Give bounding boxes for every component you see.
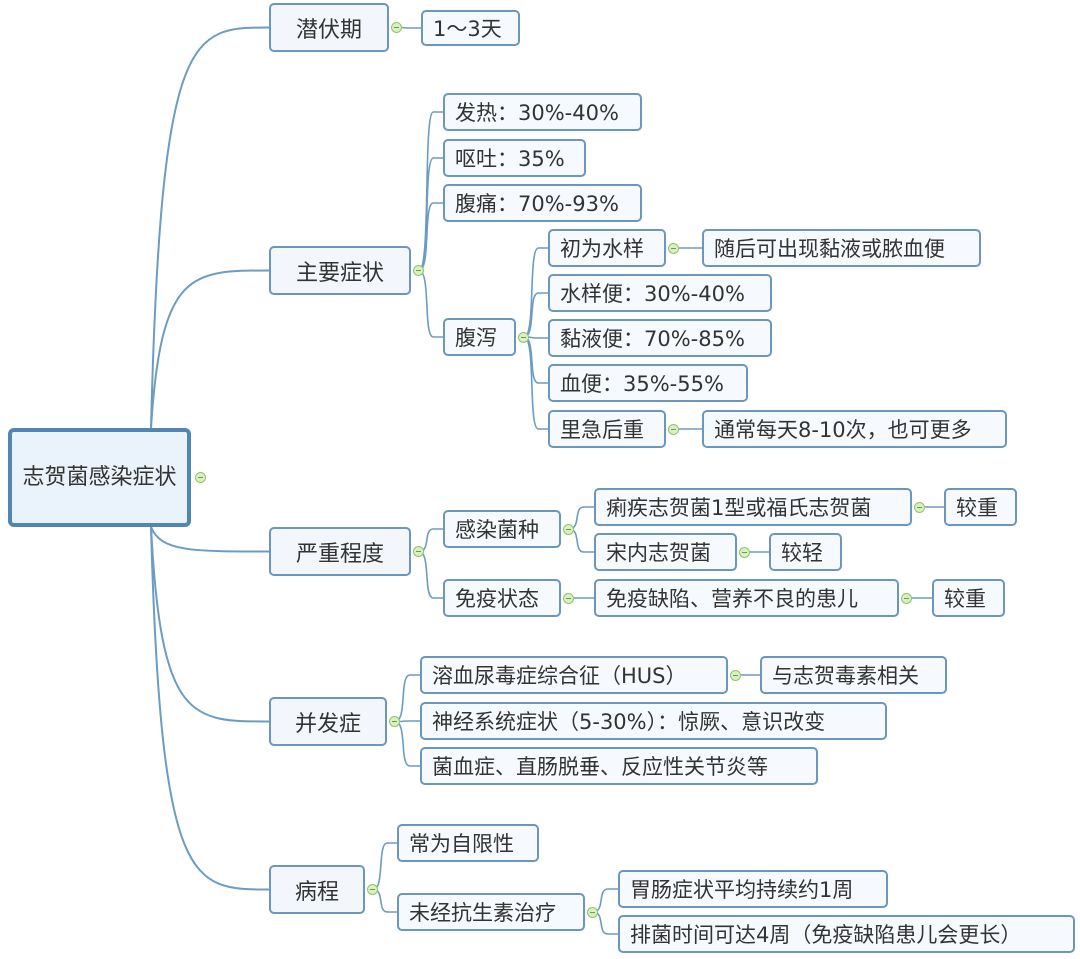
root-topic[interactable]: 志贺菌感染症状: [8, 428, 191, 527]
course-gi[interactable]: 胃肠症状平均持续约1周: [618, 870, 888, 908]
species-b[interactable]: 宋内志贺菌: [594, 533, 737, 571]
immune-a[interactable]: 免疫缺陷、营养不良的患儿: [594, 579, 899, 617]
collapse-toggle-icon[interactable]: [730, 669, 741, 681]
collapse-toggle-icon[interactable]: [668, 242, 679, 254]
hus-detail[interactable]: 与志贺毒素相关: [760, 656, 947, 694]
connector-line: [418, 157, 443, 272]
collapse-toggle-icon[interactable]: [367, 884, 378, 895]
diarrhea-mucus[interactable]: 黏液便：70%-85%: [548, 319, 772, 357]
connector-line: [418, 111, 443, 272]
connector-line: [372, 842, 397, 891]
connector-line: [418, 550, 443, 599]
connector-line: [523, 336, 548, 384]
connector-line: [523, 292, 548, 338]
species-a-level[interactable]: 较重: [944, 488, 1017, 526]
species-b-level[interactable]: 较轻: [769, 533, 842, 571]
immune-a-level[interactable]: 较重: [932, 579, 1005, 617]
course-shedding[interactable]: 排菌时间可达4周（免疫缺陷患儿会更长）: [618, 915, 1075, 953]
diarrhea-bloody[interactable]: 血便：35%-55%: [548, 364, 748, 402]
collapse-toggle-icon[interactable]: [901, 592, 912, 604]
incubation-value[interactable]: 1～3天: [421, 10, 520, 46]
connector-line: [150, 526, 270, 723]
course-self-limited[interactable]: 常为自限性: [397, 824, 539, 862]
symptom-pain[interactable]: 腹痛：70%-93%: [443, 184, 642, 222]
collapse-toggle-icon[interactable]: [739, 546, 750, 558]
severity-species[interactable]: 感染菌种: [443, 510, 561, 548]
connector-line: [150, 526, 270, 553]
complication-neuro[interactable]: 神经系统症状（5-30%）：惊厥、意识改变: [420, 702, 887, 740]
collapse-toggle-icon[interactable]: [195, 472, 206, 483]
topic-incubation[interactable]: 潜伏期: [269, 3, 389, 52]
connector-line: [150, 26, 270, 429]
diarrhea-watery-then[interactable]: 随后可出现黏液或脓血便: [702, 229, 981, 267]
collapse-toggle-icon[interactable]: [563, 523, 574, 535]
complication-hus[interactable]: 溶血尿毒症综合征（HUS）: [420, 656, 728, 694]
species-a[interactable]: 痢疾志贺菌1型或福氏志贺菌: [594, 488, 912, 526]
connector-line: [418, 269, 443, 338]
topic-main-symptoms[interactable]: 主要症状: [269, 246, 411, 295]
tenesmus-detail[interactable]: 通常每天8-10次，也可更多: [702, 410, 1007, 448]
collapse-toggle-icon[interactable]: [668, 423, 679, 435]
collapse-toggle-icon[interactable]: [587, 906, 598, 918]
collapse-toggle-icon[interactable]: [413, 546, 424, 557]
collapse-toggle-icon[interactable]: [518, 331, 529, 343]
collapse-toggle-icon[interactable]: [391, 22, 402, 33]
symptom-vomit[interactable]: 呕吐：35%: [443, 139, 586, 177]
collapse-toggle-icon[interactable]: [413, 265, 424, 276]
diarrhea-watery[interactable]: 水样便：30%-40%: [548, 274, 772, 312]
connector-line: [394, 674, 420, 723]
symptom-fever[interactable]: 发热：30%-40%: [443, 93, 642, 131]
connector-line: [150, 526, 270, 891]
diarrhea-tenesmus[interactable]: 里急后重: [548, 410, 666, 448]
course-untreated[interactable]: 未经抗生素治疗: [397, 893, 585, 931]
severity-immune[interactable]: 免疫状态: [443, 579, 561, 617]
diarrhea-watery-first[interactable]: 初为水样: [548, 229, 666, 267]
topic-complications[interactable]: 并发症: [269, 697, 387, 746]
collapse-toggle-icon[interactable]: [389, 716, 400, 727]
collapse-toggle-icon[interactable]: [914, 501, 925, 513]
complication-other[interactable]: 菌血症、直肠脱垂、反应性关节炎等: [420, 747, 818, 785]
topic-severity[interactable]: 严重程度: [269, 527, 411, 576]
connector-line: [394, 720, 420, 767]
symptom-diarrhea[interactable]: 腹泻: [443, 318, 516, 356]
connector-line: [150, 269, 270, 429]
topic-course[interactable]: 病程: [269, 865, 365, 914]
collapse-toggle-icon[interactable]: [563, 592, 574, 604]
